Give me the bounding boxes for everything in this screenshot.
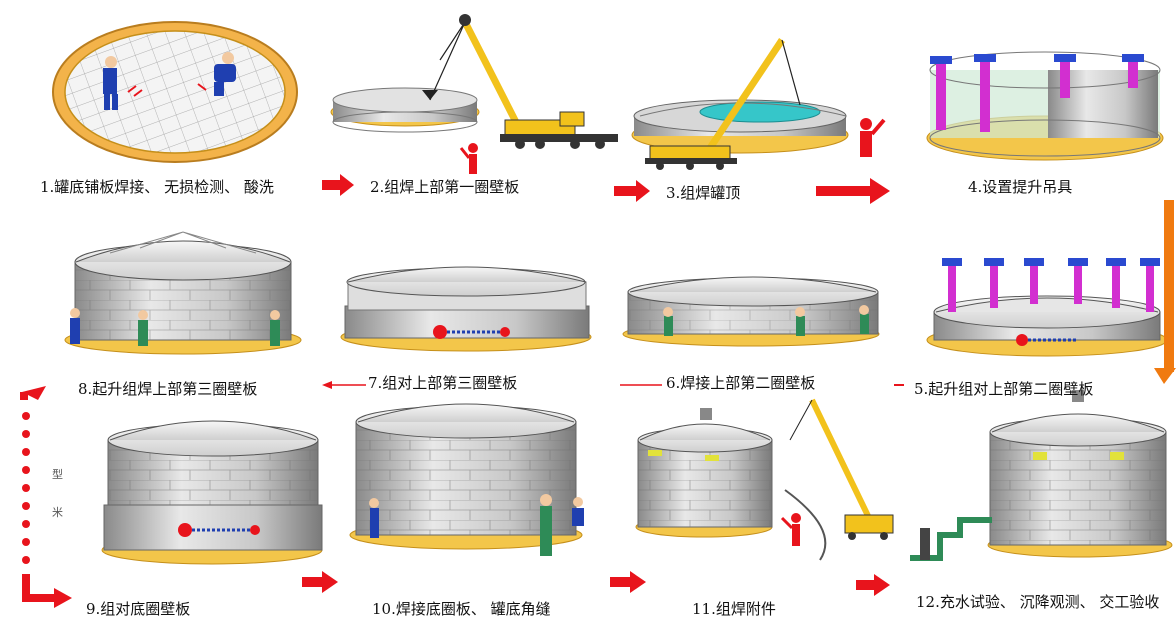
- step5-tank: [926, 258, 1168, 357]
- step-label-4: 4.设置提升吊具: [968, 178, 1073, 196]
- step8-tank: [64, 231, 302, 355]
- flow-arrows: [20, 174, 1176, 608]
- hydraulic-jack-icon: [1016, 334, 1078, 346]
- step4-illustration: [926, 51, 1164, 161]
- step-label-7: 7.组对上部第三圈壁板: [368, 374, 518, 392]
- signal-person-icon: [780, 513, 801, 546]
- step2-illustration: [330, 14, 618, 174]
- step12-tank: [910, 390, 1173, 561]
- arrow-left-icon: [322, 381, 366, 389]
- step9-tank: [101, 420, 323, 565]
- crane-icon: [422, 14, 618, 149]
- jack-icon: [930, 54, 1144, 132]
- step-label-10: 10.焊接底圈板、 罐底角缝: [372, 600, 551, 618]
- worker-icon: [369, 494, 584, 556]
- step-label-12: 12.充水试验、 沉降观测、 交工验收: [916, 593, 1160, 611]
- step1-floor-illustration: [52, 21, 298, 163]
- step-label-1: 1.罐底铺板焊接、 无损检测、 酸洗: [40, 178, 274, 196]
- step-label-3: 3.组焊罐顶: [666, 184, 741, 202]
- arrow-right-icon: [614, 180, 650, 202]
- crane-icon: [784, 398, 894, 561]
- worker-icon: [70, 308, 280, 346]
- signal-person-icon: [459, 143, 478, 174]
- step-label-5: 5.起升组对上部第二圈壁板: [914, 380, 1094, 398]
- arrow-right-icon: [856, 574, 890, 596]
- arrow-right-icon: [322, 174, 354, 196]
- step7-tank: [340, 266, 592, 352]
- arrow-right-icon: [816, 178, 890, 204]
- step-label-9: 9.组对底圈壁板: [86, 600, 191, 618]
- worker-icon: [214, 52, 236, 96]
- side-glyph: 米: [52, 506, 63, 519]
- step6-tank: [622, 276, 880, 347]
- step-label-8: 8.起升组焊上部第三圈壁板: [78, 380, 258, 398]
- step-label-2: 2.组焊上部第一圈壁板: [370, 178, 520, 196]
- crane-icon: [645, 38, 801, 170]
- jack-icon: [942, 258, 1160, 312]
- worker-icon: [663, 305, 869, 336]
- signal-person-icon: [860, 118, 886, 157]
- step-label-11: 11.组焊附件: [692, 600, 776, 618]
- arrow-right-icon: [610, 571, 646, 593]
- hydraulic-jack-icon: [178, 523, 260, 537]
- step11-tank: [635, 398, 894, 561]
- water-pipe-icon: [910, 517, 992, 561]
- step10-tank: [349, 403, 584, 556]
- arrow-down-icon: [1154, 200, 1176, 384]
- step3-illustration: [631, 38, 886, 170]
- return-arrow-icon: [20, 386, 72, 608]
- side-glyph: 型: [52, 468, 63, 481]
- step-label-6: 6.焊接上部第二圈壁板: [666, 374, 816, 392]
- arrow-right-icon: [302, 571, 338, 593]
- hydraulic-jack-icon: [433, 325, 510, 339]
- worker-icon: [103, 56, 118, 110]
